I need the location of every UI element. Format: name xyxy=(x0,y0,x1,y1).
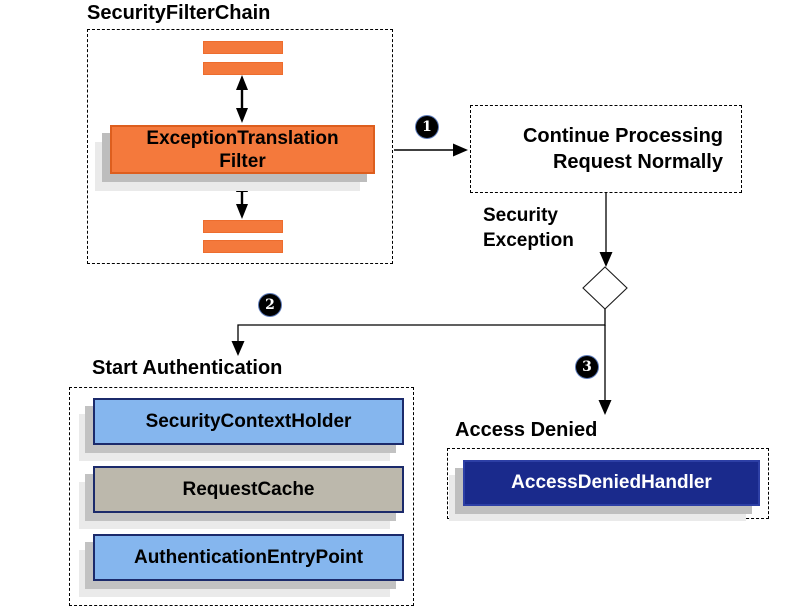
access-denied-box: AccessDeniedHandler xyxy=(447,448,769,519)
exception-translation-filter-box: ExceptionTranslation Filter xyxy=(110,125,375,174)
continue-line1: Continue Processing xyxy=(522,125,723,147)
step-3-arrow xyxy=(598,325,612,415)
access-denied-title: Access Denied xyxy=(455,419,598,441)
step-1-badge: 1 xyxy=(416,116,438,138)
filter-box-line2: Filter xyxy=(219,150,266,172)
security-context-holder-box: SecurityContextHolder xyxy=(93,398,404,445)
continue-line2: Request Normally xyxy=(552,151,723,173)
step-1-arrow xyxy=(394,143,468,157)
filter-bar xyxy=(203,220,283,233)
security-exception-line2: Exception xyxy=(483,230,574,251)
start-authentication-title: Start Authentication xyxy=(92,357,283,379)
authentication-entry-point-box: AuthenticationEntryPoint xyxy=(93,534,404,581)
filter-chain-box: ExceptionTranslation Filter xyxy=(87,29,393,264)
start-authentication-box: SecurityContextHolder RequestCache Authe… xyxy=(69,387,414,606)
security-exception-arrow xyxy=(599,193,613,267)
step-2-arrow xyxy=(231,309,606,356)
filter-bar xyxy=(203,240,283,253)
decision-diamond xyxy=(582,266,628,310)
filter-box-line1: ExceptionTranslation xyxy=(146,127,339,149)
access-denied-handler-box: AccessDeniedHandler xyxy=(463,460,760,506)
filter-bar xyxy=(203,41,283,54)
security-exception-line1: Security xyxy=(483,205,558,226)
continue-processing-box: Continue Processing Request Normally xyxy=(470,105,742,193)
security-exception-label: Security Exception xyxy=(483,203,574,253)
filter-bar xyxy=(203,62,283,75)
request-cache-box: RequestCache xyxy=(93,466,404,513)
step-3-badge: 3 xyxy=(576,356,598,378)
step-2-badge: 2 xyxy=(259,294,281,316)
filter-chain-title: SecurityFilterChain xyxy=(87,2,271,24)
